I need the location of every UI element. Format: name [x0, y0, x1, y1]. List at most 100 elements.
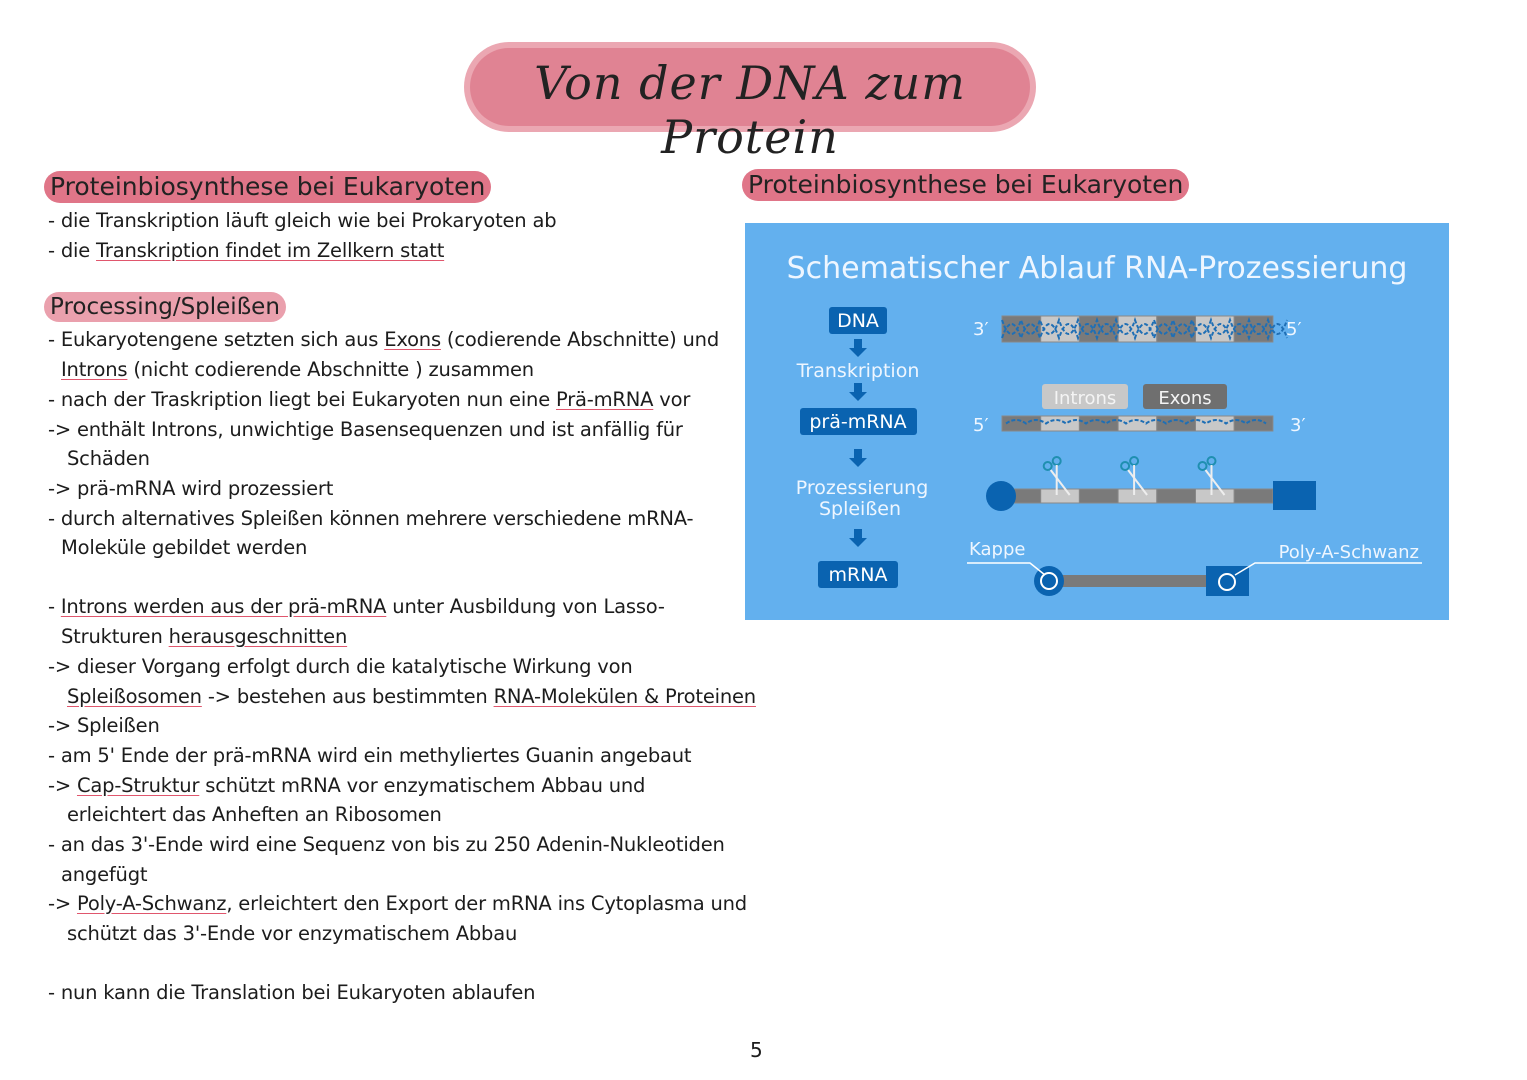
- legend-exons: [1143, 384, 1227, 409]
- note-line: Moleküle gebildet werden: [61, 535, 307, 561]
- title-highlight: [470, 48, 1030, 126]
- page-title: Von der DNA zum Protein: [470, 38, 1030, 164]
- note-line: -> Spleißen: [48, 713, 160, 739]
- note-text: (codierende Abschnitte) und: [440, 328, 720, 351]
- note-text: Strukturen: [61, 625, 169, 648]
- underlined-term: Prä-mRNA: [556, 388, 654, 411]
- note-text: - am 5' Ende der prä-mRNA wird ein methy…: [48, 744, 692, 767]
- note-line: schützt das 3'-Ende vor enzymatischem Ab…: [67, 921, 517, 947]
- note-text: schützt mRNA vor enzymatischem Abbau und: [199, 774, 646, 797]
- arrow-down-icon: [849, 449, 867, 467]
- scissors-icon: [1042, 456, 1071, 496]
- note-line: -> prä-mRNA wird prozessiert: [48, 476, 333, 502]
- exon-segment: [1156, 488, 1196, 504]
- note-text: - an das 3'-Ende wird eine Sequenz von b…: [48, 833, 725, 856]
- note-text: unter Ausbildung von Lasso-: [386, 595, 665, 618]
- dna-strand: [1001, 315, 1288, 343]
- note-line: - durch alternatives Spleißen können meh…: [48, 506, 694, 532]
- note-text: - nun kann die Translation bei Eukaryote…: [48, 981, 536, 1004]
- subheading-processing: Processing/Spleißen: [44, 292, 286, 322]
- note-line: - Introns werden aus der prä-mRNA unter …: [48, 594, 665, 620]
- dna-end-5: 5′: [1286, 319, 1302, 340]
- note-text: , erleichtert den Export der mRNA ins Cy…: [226, 892, 747, 915]
- note-line: -> enthält Introns, unwichtige Basensequ…: [48, 417, 683, 443]
- mrna-box: [818, 561, 898, 588]
- arrow-down-icon: [849, 383, 867, 401]
- section-heading-left: Proteinbiosynthese bei Eukaryoten: [44, 171, 492, 203]
- note-text: ->: [48, 774, 77, 797]
- step-mrna: mRNA: [829, 564, 888, 586]
- step-pre-mrna: prä-mRNA: [809, 411, 906, 433]
- polya-pointer: [1234, 562, 1422, 576]
- underlined-term: Transkription findet im Zellkern statt: [96, 239, 445, 262]
- note-line: - an das 3'-Ende wird eine Sequenz von b…: [48, 832, 725, 858]
- scissors-icon: [1120, 456, 1148, 496]
- underlined-term: Exons: [384, 328, 441, 351]
- note-line: - nach der Traskription liegt bei Eukary…: [48, 387, 690, 413]
- note-text: angefügt: [61, 863, 148, 886]
- note-line: erleichtert das Anheften an Ribosomen: [67, 802, 442, 828]
- note-text: ->: [48, 892, 77, 915]
- underlined-term: Introns: [61, 358, 128, 381]
- note-line: Schäden: [67, 446, 150, 472]
- cap-pointer: [967, 562, 1046, 576]
- note-text: - Eukaryotengene setzten sich aus: [48, 328, 385, 351]
- underlined-term: Introns werden aus der prä-mRNA: [60, 595, 387, 618]
- underlined-term: Spleißosomen: [67, 685, 202, 708]
- exon-segment: [1001, 315, 1042, 343]
- dna-helix: [1001, 316, 1288, 335]
- cap-icon: [1034, 566, 1064, 596]
- note-line: Spleißosomen -> bestehen aus bestimmten …: [67, 684, 756, 710]
- pre-mrna-strand: [1001, 415, 1274, 432]
- diagram-title: Schematischer Ablauf RNA-Prozessierung: [787, 251, 1408, 286]
- note-text: schützt das 3'-Ende vor enzymatischem Ab…: [67, 922, 518, 945]
- note-line: -> Poly-A-Schwanz, erleichtert den Expor…: [48, 891, 747, 917]
- legend-introns-label: Introns: [1054, 388, 1117, 409]
- note-text: erleichtert das Anheften an Ribosomen: [67, 803, 442, 826]
- exon-segment: [1078, 488, 1119, 504]
- dna-end-3: 3′: [973, 319, 989, 340]
- rna-end-3: 3′: [1290, 415, 1306, 436]
- step-spleissen: Spleißen: [819, 498, 901, 520]
- cap-circle: [986, 481, 1016, 511]
- note-line: - am 5' Ende der prä-mRNA wird ein methy…: [48, 743, 692, 769]
- note-line: - nun kann die Translation bei Eukaryote…: [48, 980, 536, 1006]
- legend-introns: [1042, 384, 1128, 409]
- dna-helix: [1001, 323, 1288, 342]
- note-text: - die: [48, 239, 97, 262]
- note-text: -: [48, 595, 61, 618]
- step-dna: DNA: [837, 310, 879, 332]
- note-text: - die Transkription läuft gleich wie bei…: [48, 209, 557, 232]
- polya-box: [1273, 481, 1316, 510]
- note-line: -> Cap-Struktur schützt mRNA vor enzymat…: [48, 773, 645, 799]
- underlined-term: Cap-Struktur: [76, 774, 200, 797]
- arrow-down-icon: [849, 339, 867, 357]
- underlined-term: Poly-A-Schwanz: [76, 892, 227, 915]
- note-text: (nicht codierende Abschnitte ) zusammen: [127, 358, 534, 381]
- step-transkription: Transkription: [796, 360, 920, 382]
- page-title-text: Von der DNA zum Protein: [534, 56, 966, 164]
- mrna-strand: [1045, 575, 1215, 587]
- rna-end-5: 5′: [973, 415, 989, 436]
- note-text: -> Spleißen: [48, 714, 160, 737]
- intron-segment: [1040, 488, 1080, 504]
- polya-label: Poly-A-Schwanz: [1279, 542, 1419, 563]
- note-line: Strukturen herausgeschnitten: [61, 624, 347, 650]
- splicing-strand: [1001, 456, 1274, 504]
- note-text: - durch alternatives Spleißen können meh…: [48, 507, 694, 530]
- note-text: Moleküle gebildet werden: [61, 536, 308, 559]
- dna-box: [829, 307, 887, 334]
- intron-segment: [1195, 415, 1235, 432]
- note-text: vor: [653, 388, 691, 411]
- intron-segment: [1117, 488, 1158, 504]
- step-prozessierung: Prozessierung: [796, 477, 929, 499]
- legend-exons-label: Exons: [1158, 388, 1211, 409]
- arrow-down-icon: [849, 529, 867, 547]
- note-line: - die Transkription findet im Zellkern s…: [48, 238, 444, 264]
- note-text: -> enthält Introns, unwichtige Basensequ…: [48, 418, 683, 441]
- polya-ring: [1218, 573, 1236, 591]
- intron-segment: [1040, 315, 1080, 343]
- pre-mrna-box: [800, 408, 917, 435]
- note-text: -> dieser Vorgang erfolgt durch die kata…: [48, 655, 633, 678]
- note-line: Introns (nicht codierende Abschnitte ) z…: [61, 357, 534, 383]
